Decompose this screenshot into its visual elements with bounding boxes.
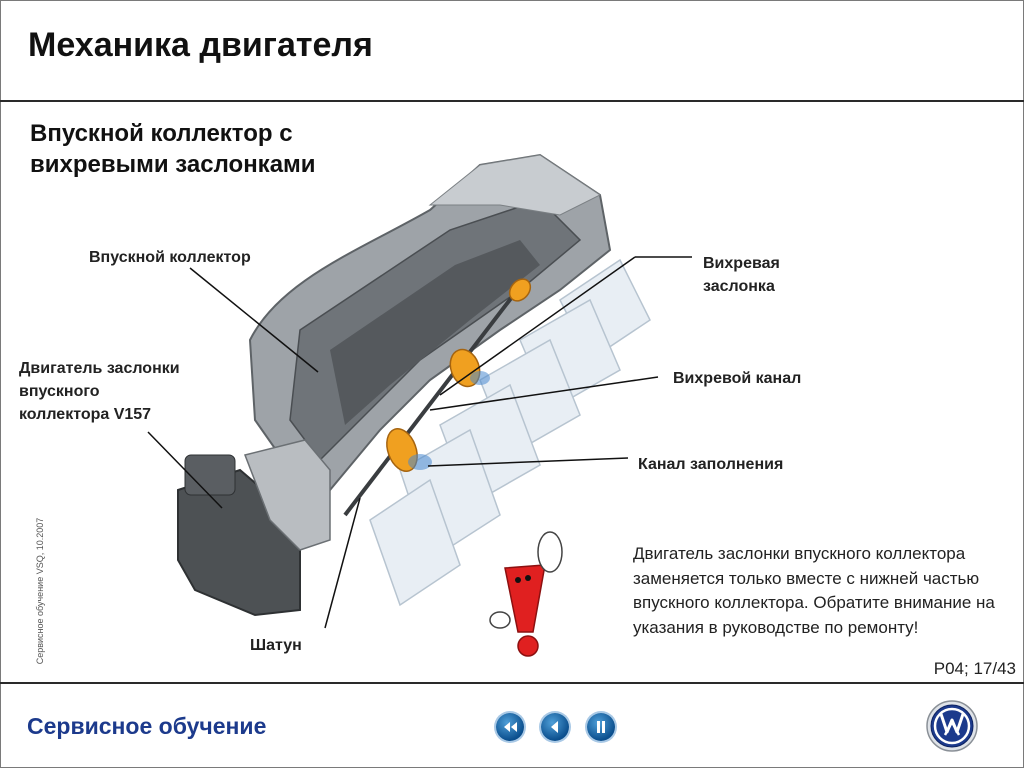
rewind-icon [504, 722, 517, 732]
pause-icon [597, 721, 605, 733]
page-title: Механика двигателя [28, 26, 373, 64]
header-divider [0, 100, 1024, 102]
callout-swirl-channel: Вихревой канал [673, 370, 802, 387]
callout-fill-channel: Канал заполнения [638, 456, 784, 473]
page-number: P04; 17/43 [933, 659, 1016, 678]
footer-title: Сервисное обучение [27, 713, 267, 739]
vw-logo [926, 700, 978, 752]
callout-flap-motor: Двигатель заслонки впускного коллектора … [19, 360, 180, 423]
callout-swirl-flap: Вихревая заслонка [703, 255, 780, 295]
callout-intake-manifold: Впускной коллектор [89, 249, 251, 266]
linkage-rod [343, 278, 527, 517]
channel-highlights [408, 371, 490, 470]
footer-divider [0, 682, 1024, 684]
side-credit-text: Сервисное обучение VSQ, 10.2007 [35, 517, 45, 665]
callout-connecting-rod: Шатун [250, 637, 302, 654]
manifold-housing [248, 153, 612, 492]
back-icon [551, 721, 558, 733]
warning-note: Двигатель заслонки впускного коллектора … [633, 544, 995, 637]
warning-exclamation-icon [489, 531, 563, 657]
intake-manifold-illustration [147, 153, 692, 657]
slide-subtitle: Впускной коллектор с вихревыми заслонкам… [30, 120, 316, 178]
rewind-button[interactable] [496, 713, 524, 741]
flap-motor [177, 439, 331, 617]
header: Механика двигателя [0, 0, 1024, 100]
back-button[interactable] [541, 713, 569, 741]
callout-leaders [147, 256, 692, 629]
pause-button[interactable] [587, 713, 615, 741]
